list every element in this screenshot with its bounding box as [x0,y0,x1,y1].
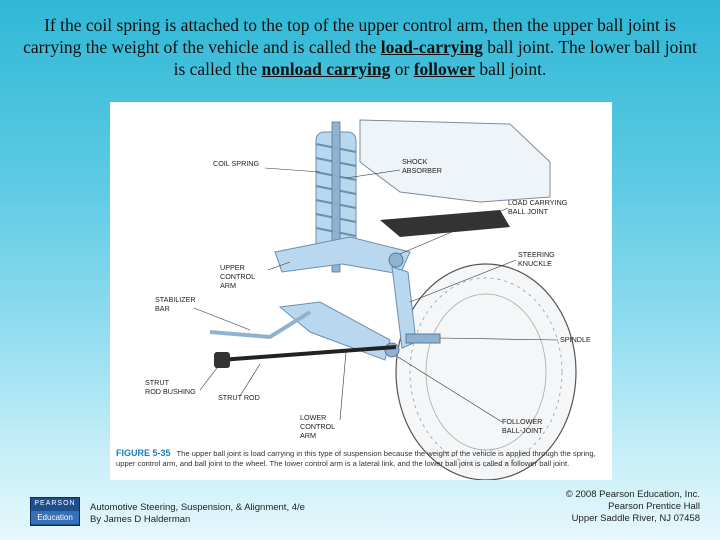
footer-publisher: Pearson Prentice Hall [566,501,700,513]
label-lower-arm-2: CONTROL [300,422,335,431]
follower-ball-joint [385,343,399,357]
label-strut-rod: STRUT ROD [218,393,260,402]
vehicle-body-panel [360,120,550,202]
suspension-diagram: COIL SPRING SHOCK ABSORBER LOAD CARRYING… [110,102,612,480]
label-upper-arm-3: ARM [220,281,236,290]
label-upper-arm-2: CONTROL [220,272,255,281]
load-carrying-ball-joint [389,253,403,267]
label-steering-knuckle-2: KNUCKLE [518,259,552,268]
spindle [406,334,440,343]
footer-book-info: Automotive Steering, Suspension, & Align… [90,502,305,526]
footer-publisher-info: © 2008 Pearson Education, Inc. Pearson P… [566,489,700,525]
label-lower-arm-3: ARM [300,431,316,440]
logo-top-text: PEARSON [31,500,79,507]
slide-title: If the coil spring is attached to the to… [20,14,700,80]
label-shock-absorber-2: ABSORBER [402,166,442,175]
label-follower-2: BALL-JOINT [502,426,543,435]
label-load-carrying-1: LOAD CARRYING [508,198,568,207]
title-text: ball joint. [475,59,546,79]
footer-book-title: Automotive Steering, Suspension, & Align… [90,502,305,514]
label-lower-arm-1: LOWER [300,413,326,422]
title-emphasis: load-carrying [381,37,483,57]
label-strut-bushing-2: ROD BUSHING [145,387,196,396]
title-emphasis: nonload carrying [262,59,391,79]
footer-copyright: © 2008 Pearson Education, Inc. [566,489,700,501]
label-strut-bushing-1: STRUT [145,378,170,387]
label-follower-1: FOLLOWER [502,417,542,426]
label-spindle: SPINDLE [560,335,591,344]
title-emphasis: follower [414,59,475,79]
pearson-logo: PEARSON Education [30,497,80,526]
footer-author: By James D Halderman [90,514,305,526]
label-upper-arm-1: UPPER [220,263,245,272]
logo-bottom-text: Education [31,511,79,524]
figure-number: FIGURE 5-35 [116,448,171,458]
label-coil-spring: COIL SPRING [213,159,259,168]
footer-address: Upper Saddle River, NJ 07458 [566,513,700,525]
frame-rail [380,210,510,237]
label-steering-knuckle-1: STEERING [518,250,555,259]
title-text: or [390,59,413,79]
upper-control-arm [275,237,410,274]
strut-rod-bushing [214,352,230,368]
label-shock-absorber-1: SHOCK [402,157,428,166]
label-load-carrying-2: BALL JOINT [508,207,549,216]
suspension-figure: COIL SPRING SHOCK ABSORBER LOAD CARRYING… [110,102,612,480]
label-stabilizer-1: STABILIZER [155,295,196,304]
figure-caption-text: The upper ball joint is load carrying in… [116,449,596,468]
label-stabilizer-2: BAR [155,304,170,313]
